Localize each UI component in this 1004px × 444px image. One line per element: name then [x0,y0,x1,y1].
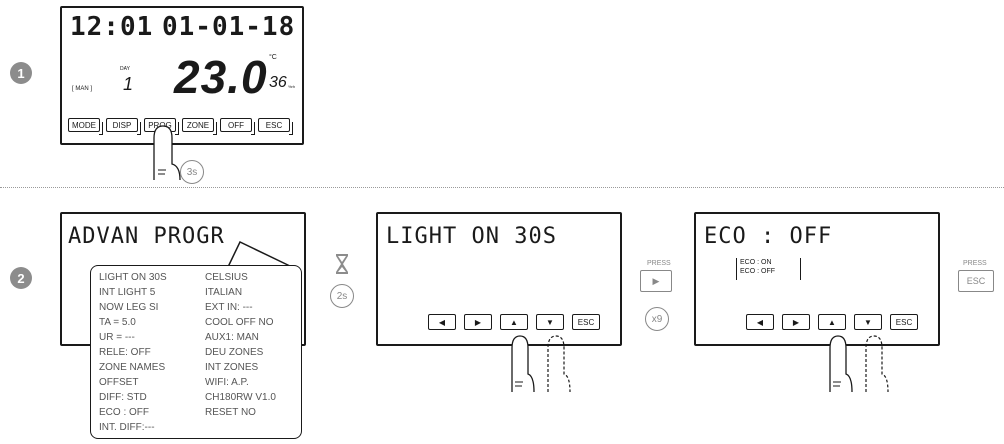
hourglass-icon [336,254,348,274]
light-title: LIGHT ON 30S [386,224,557,249]
eco-option-off: ECO : OFF [740,268,775,275]
disp-button[interactable]: DISP [106,118,141,135]
esc-button[interactable]: ESC [890,314,918,330]
menu-item: AUX1: MAN [205,332,259,343]
press-esc-button-icon: ESC [958,270,994,292]
up-arrow-button[interactable]: ▲ [500,314,528,330]
press-label: PRESS [963,260,987,267]
press-label: PRESS [647,260,671,267]
right-arrow-button[interactable]: ▶ [464,314,492,330]
menu-left-column: LIGHT ON 30S INT LIGHT 5 NOW LEG SI TA =… [99,270,167,435]
right-arrow-button[interactable]: ▶ [782,314,810,330]
eco-title: ECO : OFF [704,224,833,249]
menu-item: EXT IN: --- [205,302,253,313]
fingers-up-down-icon [511,335,571,393]
menu-item: LIGHT ON 30S [99,272,167,283]
esc-button[interactable]: ESC [572,314,600,330]
mode-button[interactable]: MODE [68,118,103,135]
temperature-readout: 23.0 [174,51,268,103]
advanced-menu-popup: LIGHT ON 30S INT LIGHT 5 NOW LEG SI TA =… [90,265,302,439]
menu-item: INT ZONES [205,362,259,373]
mode-indicator: [ MAN ] [72,86,93,92]
menu-right-column: CELSIUS ITALIAN EXT IN: --- COOL OFF NO … [205,270,276,420]
clock-date: 01-01-18 [162,12,296,42]
off-button[interactable]: OFF [220,118,255,135]
thermostat-screen-light: LIGHT ON 30S ◀ ▶ ▲ ▼ ESC [376,212,622,346]
menu-item: INT. DIFF:--- [99,422,155,433]
zone-button[interactable]: ZONE [182,118,217,135]
menu-item: ECO : OFF [99,407,149,418]
hold-3s-badge: 3s [180,160,204,184]
menu-item: TA = 5.0 [99,317,136,328]
menu-item: CH180RW V1.0 [205,392,276,403]
humidity-readout: 36 [269,74,287,91]
menu-item: WIFI: A.P. [205,377,249,388]
menu-item: DEU ZONES [205,347,264,358]
finger-press-icon [153,125,181,181]
wait-2s-badge: 2s [330,284,354,308]
press-right-button-icon: ▶ [640,270,672,292]
menu-item: RELE: OFF [99,347,151,358]
esc-button[interactable]: ESC [258,118,293,135]
menu-item: INT LIGHT 5 [99,287,156,298]
humidity-unit: %rh [288,84,296,89]
callout-pointer [227,240,293,268]
day-value: 1 [123,74,134,94]
left-arrow-button[interactable]: ◀ [746,314,774,330]
eco-options-box: ECO : ON ECO : OFF [736,258,801,280]
menu-item: UR = --- [99,332,135,343]
eco-option-on: ECO : ON [740,259,772,266]
menu-item: CELSIUS [205,272,248,283]
advanced-title: ADVAN PROGR [68,224,225,249]
step-2-marker: 2 [10,267,32,289]
menu-item: COOL OFF NO [205,317,274,328]
down-arrow-button[interactable]: ▼ [854,314,882,330]
down-arrow-button[interactable]: ▼ [536,314,564,330]
menu-item: RESET NO [205,407,256,418]
menu-item: ITALIAN [205,287,243,298]
day-label: DAY [120,66,130,72]
menu-item: NOW LEG SI [99,302,159,313]
menu-item: ZONE NAMES [99,362,166,373]
clock-time: 12:01 [70,12,154,42]
thermostat-screen-eco: ECO : OFF ECO : ON ECO : OFF ◀ ▶ ▲ ▼ ESC [694,212,940,346]
step-1-marker: 1 [10,62,32,84]
section-divider [0,187,1004,188]
left-arrow-button[interactable]: ◀ [428,314,456,330]
menu-item: DIFF: STD [99,392,147,403]
fingers-up-down-icon [829,335,889,393]
up-arrow-button[interactable]: ▲ [818,314,846,330]
menu-item: OFFSET [99,377,139,388]
temperature-unit: °C [269,54,277,61]
repeat-x9-badge: x9 [645,307,669,331]
thermostat-screen-main: 12:01 01-01-18 [ MAN ] DAY 1 23.0 °C 36 … [60,6,304,145]
